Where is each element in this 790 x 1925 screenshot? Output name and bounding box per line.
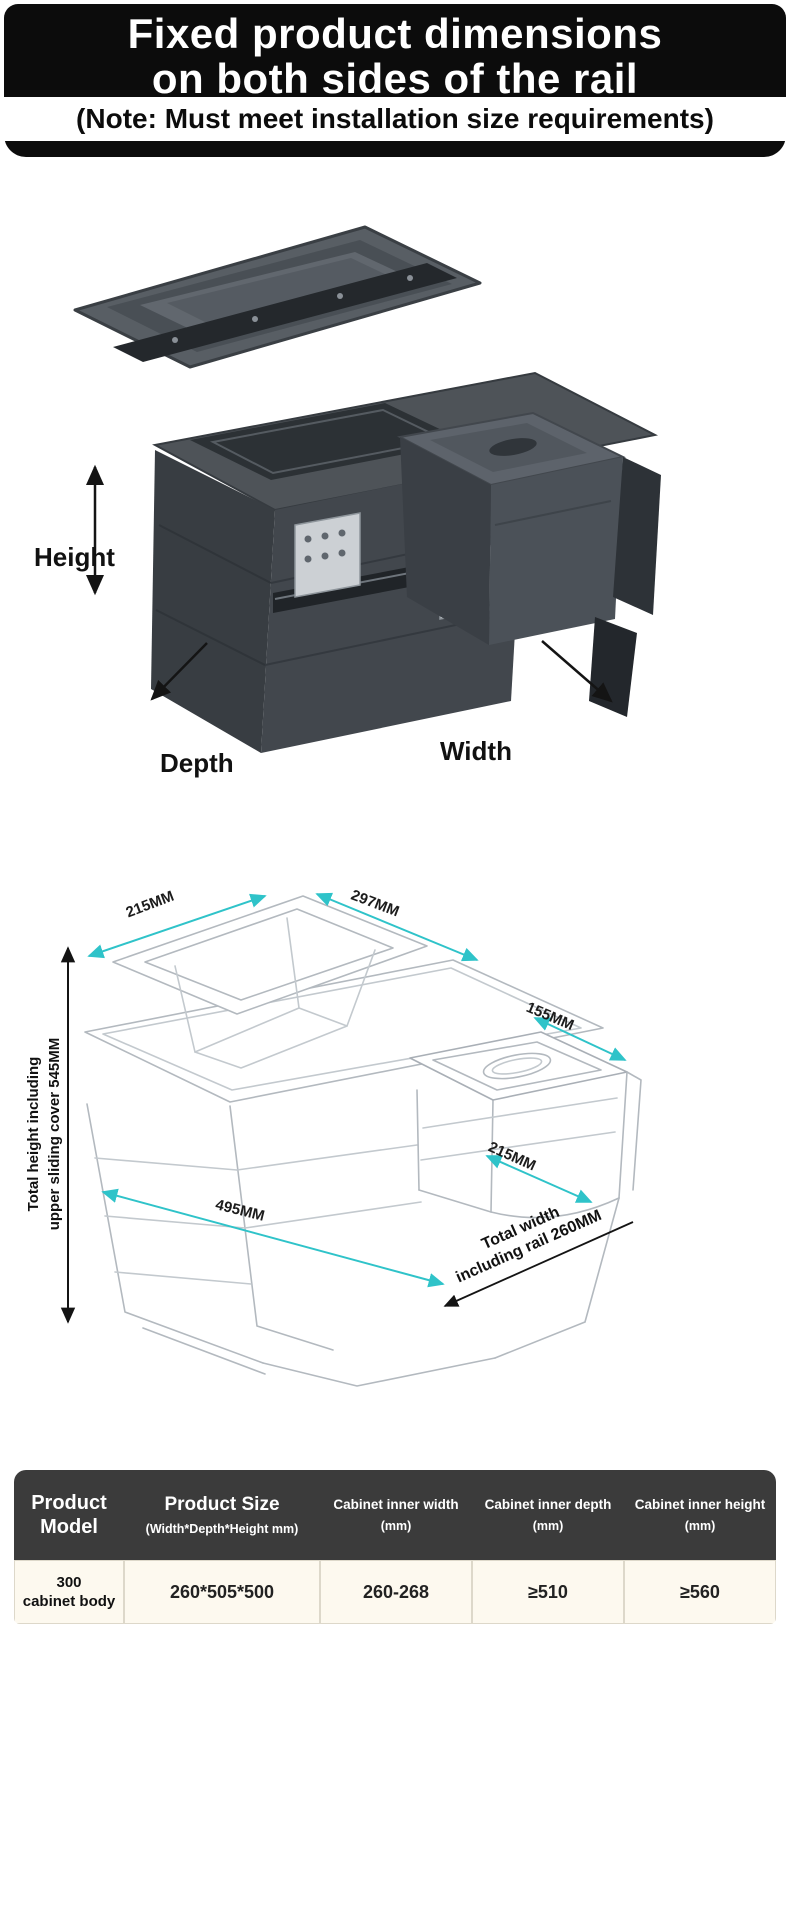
dim-arrow-297 [315,892,479,962]
width-arrow [541,640,613,703]
wireframe-illustration [60,892,642,1387]
dim-arrow-155 [533,1017,627,1061]
cell-inner-depth: ≥510 [472,1560,624,1624]
right-bracket [589,617,637,717]
depth-label: Depth [160,748,234,778]
col-header-inner-depth: Cabinet inner depth (mm) [484,1497,612,1533]
spec-table: Product Model Product Size (Width*Depth*… [14,1470,776,1624]
wireframe-dimension-arrows [87,892,627,1288]
spec-table-row: 300 cabinet body 260*505*500 260-268 ≥51… [14,1560,776,1624]
wireframe-lines [84,895,642,1387]
total-height-line1: Total height including [25,1056,42,1212]
col-header-inner-height: Cabinet inner height (mm) [634,1497,766,1533]
slide-rail [113,263,457,362]
total-height-line2: upper sliding cover 545MM [46,1037,63,1231]
dim-arrow-215-top [87,893,267,959]
height-label: Height [34,542,115,572]
install-note: (Note: Must meet installation size requi… [0,97,790,141]
dim-arrow-495 [101,1188,445,1288]
width-label: Width [440,736,512,766]
product-photo-illustration [73,225,661,753]
mounting-bracket-left [294,512,361,598]
small-bin [396,411,627,645]
page-title-line2: on both sides of the rail [151,55,639,102]
cell-size: 260*505*500 [124,1560,320,1624]
col-header-inner-width: Cabinet inner width (mm) [333,1497,459,1533]
header-banner: Fixed product dimensions on both sides o… [0,4,790,157]
page-title-line1: Fixed product dimensions [127,10,663,57]
depth-arrow [150,642,208,701]
dim-arrow-215-side [485,1155,593,1203]
cell-model: 300 cabinet body [14,1560,124,1624]
cell-inner-width: 260-268 [320,1560,472,1624]
spec-table-header: Product Model Product Size (Width*Depth*… [14,1470,776,1560]
photo-dimension-arrows [86,464,613,703]
col-header-product-model: Product Model [31,1492,107,1538]
total-height-label: Total height including upper sliding cov… [23,979,65,1289]
big-bin-opening [190,403,467,480]
cell-inner-height: ≥560 [624,1560,776,1624]
total-width-arrow [443,1221,634,1307]
right-frame [613,457,661,615]
col-header-product-size: Product Size (Width*Depth*Height mm) [145,1494,299,1536]
